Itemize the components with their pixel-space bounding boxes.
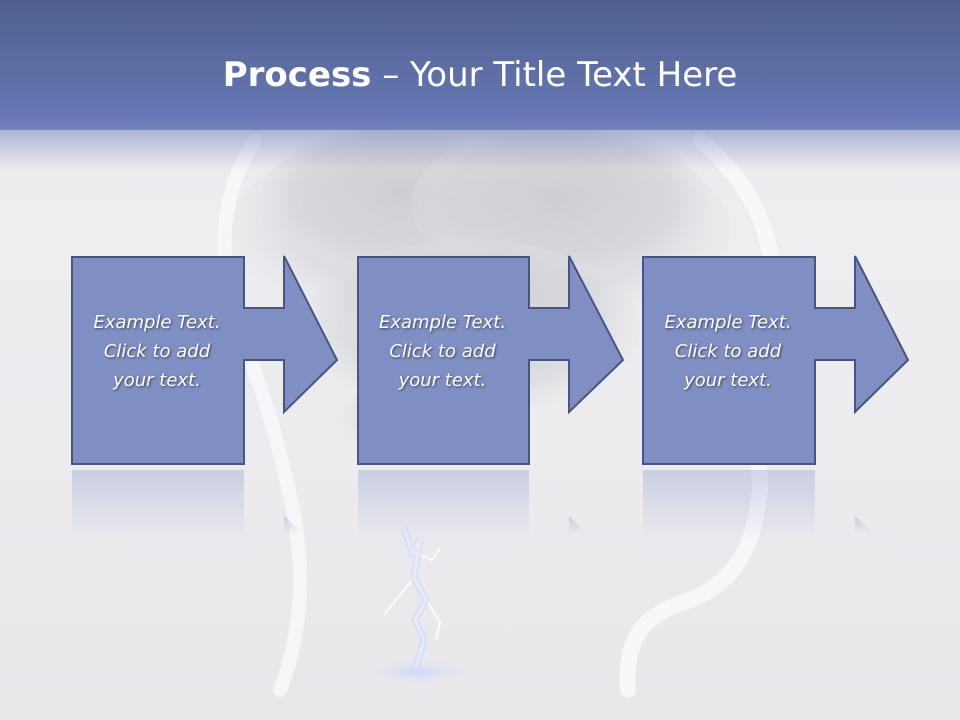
process-step-1[interactable]: Example Text. Click to add your text. (71, 255, 355, 468)
step-2-box-arrow (357, 255, 625, 465)
title-bar-fade (0, 130, 960, 170)
step-3-line-2: Click to add (674, 341, 782, 362)
title-bar (0, 0, 960, 130)
process-step-2[interactable]: Example Text. Click to add your text. (357, 255, 641, 468)
step-2-text[interactable]: Example Text. Click to add your text. (357, 308, 528, 395)
step-1-box-arrow (71, 255, 339, 465)
step-1-reflection (72, 470, 303, 540)
step-2-line-1: Example Text. (378, 312, 507, 333)
slide-title[interactable]: Process – Your Title Text Here (0, 52, 960, 98)
title-rest-text: – Your Title Text Here (371, 55, 738, 95)
step-1-line-1: Example Text. (93, 312, 221, 333)
process-step-3[interactable]: Example Text. Click to add your text. (642, 255, 926, 468)
step-3-text[interactable]: Example Text. Click to add your text. (642, 308, 814, 395)
step-2-line-2: Click to add (389, 341, 496, 362)
step-3-reflection (643, 470, 874, 540)
lightning-bolt (358, 526, 478, 686)
step-3-line-3: your text. (684, 370, 772, 391)
head-silhouette (217, 133, 307, 697)
step-2-line-3: your text. (398, 370, 487, 391)
step-1-text[interactable]: Example Text. Click to add your text. (71, 308, 243, 395)
step-1-line-2: Click to add (103, 341, 211, 362)
step-2-reflection (358, 470, 588, 540)
title-bold-text: Process (222, 55, 372, 95)
step-3-line-1: Example Text. (664, 312, 792, 333)
step-1-line-3: your text. (113, 370, 201, 391)
step-3-box-arrow (642, 255, 910, 465)
